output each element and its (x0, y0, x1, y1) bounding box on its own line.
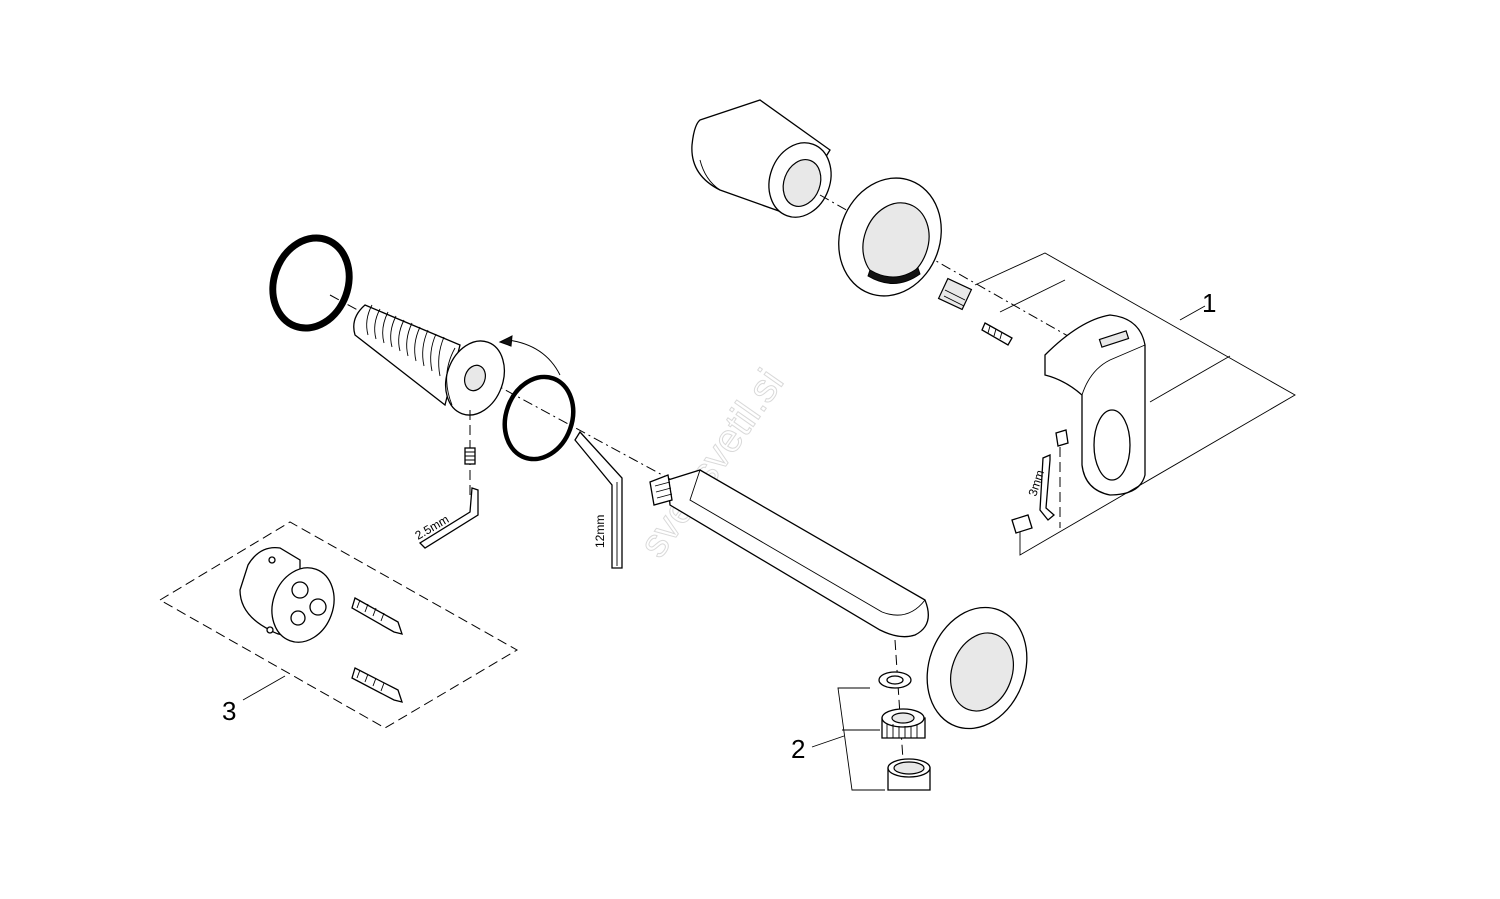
callout-1-bracket (974, 252, 1296, 556)
aerator-washer (878, 671, 912, 689)
dim-label-12mm: 12mm (593, 515, 607, 548)
o-ring-medium (502, 374, 576, 462)
cartridge (239, 546, 335, 643)
spout (649, 469, 929, 638)
lever-handle (1044, 314, 1146, 496)
callout-3-label: 3 (222, 696, 236, 726)
handle-screw (981, 322, 1013, 346)
callout-3-leader (242, 675, 286, 701)
callout-2-bracket (811, 687, 885, 791)
hex-key-12mm (574, 430, 623, 569)
callout-1-label: 1 (1202, 288, 1216, 318)
wall-body-cylinder (691, 99, 832, 218)
o-ring-large (269, 234, 353, 332)
grub-screw (464, 410, 476, 500)
rotation-arrow (498, 335, 561, 376)
rosette-ring-top (838, 177, 942, 297)
mounting-screw-2 (351, 667, 403, 703)
aerator-housing (887, 758, 931, 791)
handle-adapter (937, 277, 973, 311)
threaded-connector (353, 304, 505, 416)
cartridge-set-box (159, 521, 518, 729)
hex-key-3mm (1011, 429, 1069, 534)
aerator-insert (881, 708, 926, 739)
callout-2-label: 2 (791, 734, 805, 764)
rosette-ring-spout (926, 606, 1028, 730)
hex-key-2-5mm (418, 487, 479, 549)
mounting-screw-1 (351, 597, 403, 635)
